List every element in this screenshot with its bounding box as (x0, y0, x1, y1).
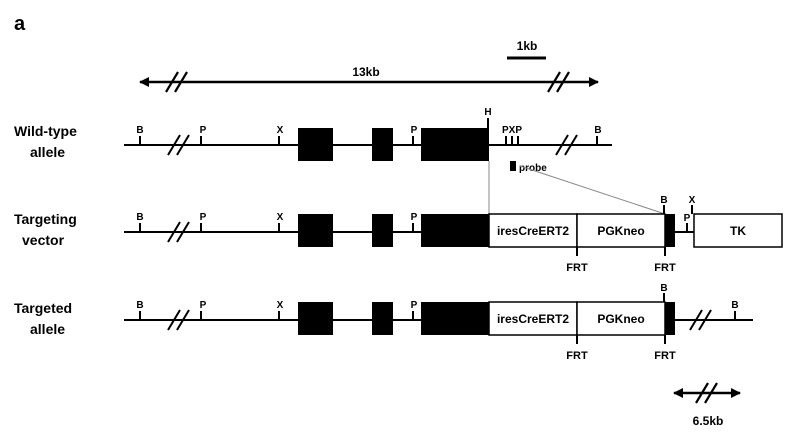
targeted-allele-label-line1: Targeted (14, 300, 72, 316)
wild-type-label-line2: allele (30, 144, 65, 160)
targeting-vector-label-line2: vector (22, 232, 65, 248)
targeting-vector-site-p3: P (684, 213, 691, 224)
targeting-vector-label-line1: Targeting (14, 211, 77, 227)
wild-type-break-left-1 (167, 134, 181, 156)
targeting-vector-frt-1: FRT (566, 262, 588, 274)
tk-label: TK (730, 224, 746, 238)
wild-type-exon-1 (298, 128, 333, 161)
targeted-allele-row: Targeted allele iresCreERT2 PGKneo B P X… (14, 283, 753, 362)
wild-type-break-right-1 (555, 134, 569, 156)
bottom-arrow-label: 6.5kb (693, 414, 724, 428)
wild-type-exon-3 (421, 128, 489, 161)
targeting-vector-site-x1: X (277, 212, 284, 223)
targeted-allele-site-p2: P (411, 300, 418, 311)
targeting-vector-site-p1: P (200, 212, 207, 223)
homology-line-right (519, 165, 666, 215)
wild-type-exon-2 (372, 128, 393, 161)
scale-bar-label: 1kb (517, 39, 538, 53)
span-arrow-label: 13kb (352, 65, 379, 79)
tk-box (693, 213, 783, 248)
wild-type-site-h: H (484, 107, 491, 118)
targeted-allele-cassette-2 (576, 301, 666, 336)
targeting-vector-exon-2 (372, 214, 393, 247)
targeted-allele-site-b2: B (660, 283, 667, 294)
wild-type-label-line1: Wild-type (14, 123, 77, 139)
targeted-allele-exon-3 (421, 302, 489, 335)
bottom-arrow-break-1 (695, 382, 709, 404)
targeted-allele-frt-1: FRT (566, 350, 588, 362)
wild-type-site-x1: X (277, 125, 284, 136)
targeted-allele-exon-end (665, 302, 675, 335)
targeted-allele-site-x1: X (277, 300, 284, 311)
targeted-allele-break-left-2 (176, 309, 190, 331)
targeting-vector-exon-1 (298, 214, 333, 247)
targeting-vector-exon-3 (421, 214, 489, 247)
span-break-left-1 (165, 71, 179, 93)
targeted-allele-cassette-2-label: PGKneo (597, 312, 644, 326)
targeting-vector-frt-2: FRT (654, 262, 676, 274)
targeted-allele-exon-2 (372, 302, 393, 335)
targeting-vector-cassette-2-label: PGKneo (597, 224, 644, 238)
span-arrow: 13kb (139, 65, 599, 93)
wild-type-row: Wild-type allele B P X P H PXP B probe (14, 107, 612, 174)
wild-type-break-right-2 (564, 134, 578, 156)
scale-bar: 1kb (507, 39, 546, 60)
targeted-allele-break-left-1 (167, 309, 181, 331)
targeting-vector-exon-end (665, 214, 675, 247)
targeted-allele-frt-2: FRT (654, 350, 676, 362)
targeting-vector-row: Targeting vector iresCreERT2 PGKneo TK B… (14, 195, 783, 274)
probe-label: probe (519, 163, 547, 174)
targeting-vector-site-p2: P (411, 212, 418, 223)
targeted-allele-site-p1: P (200, 300, 207, 311)
targeting-vector-cassette-1 (488, 213, 578, 248)
targeting-vector-break-1 (167, 221, 181, 243)
wild-type-site-p1: P (200, 125, 207, 136)
bottom-scale-arrow: 6.5kb (673, 382, 741, 428)
targeting-vector-break-2 (176, 221, 190, 243)
targeted-allele-break-right-2 (698, 309, 712, 331)
span-break-left-2 (174, 71, 188, 93)
wild-type-site-p2: P (411, 125, 418, 136)
targeting-vector-site-b2: B (660, 195, 667, 206)
targeting-vector-cassette-1-label: iresCreERT2 (497, 224, 569, 238)
targeted-allele-label-line2: allele (30, 321, 65, 337)
wild-type-site-pxp: PXP (502, 125, 522, 136)
bottom-arrow-break-2 (704, 382, 718, 404)
targeted-allele-cassette-1-label: iresCreERT2 (497, 312, 569, 326)
wild-type-break-left-2 (176, 134, 190, 156)
targeting-vector-site-x2: X (689, 195, 696, 206)
targeting-vector-site-b1: B (136, 212, 143, 223)
targeting-vector-cassette-2 (576, 213, 666, 248)
targeted-allele-cassette-1 (488, 301, 578, 336)
targeted-allele-break-right-1 (689, 309, 703, 331)
span-break-right-2 (556, 71, 570, 93)
panel-label: a (14, 13, 26, 35)
wild-type-site-b1: B (136, 125, 143, 136)
span-break-right-1 (547, 71, 561, 93)
wild-type-site-b2: B (594, 125, 601, 136)
targeted-allele-site-b1: B (136, 300, 143, 311)
targeted-allele-exon-1 (298, 302, 333, 335)
targeted-allele-site-b3: B (731, 300, 738, 311)
probe-marker (510, 161, 516, 171)
